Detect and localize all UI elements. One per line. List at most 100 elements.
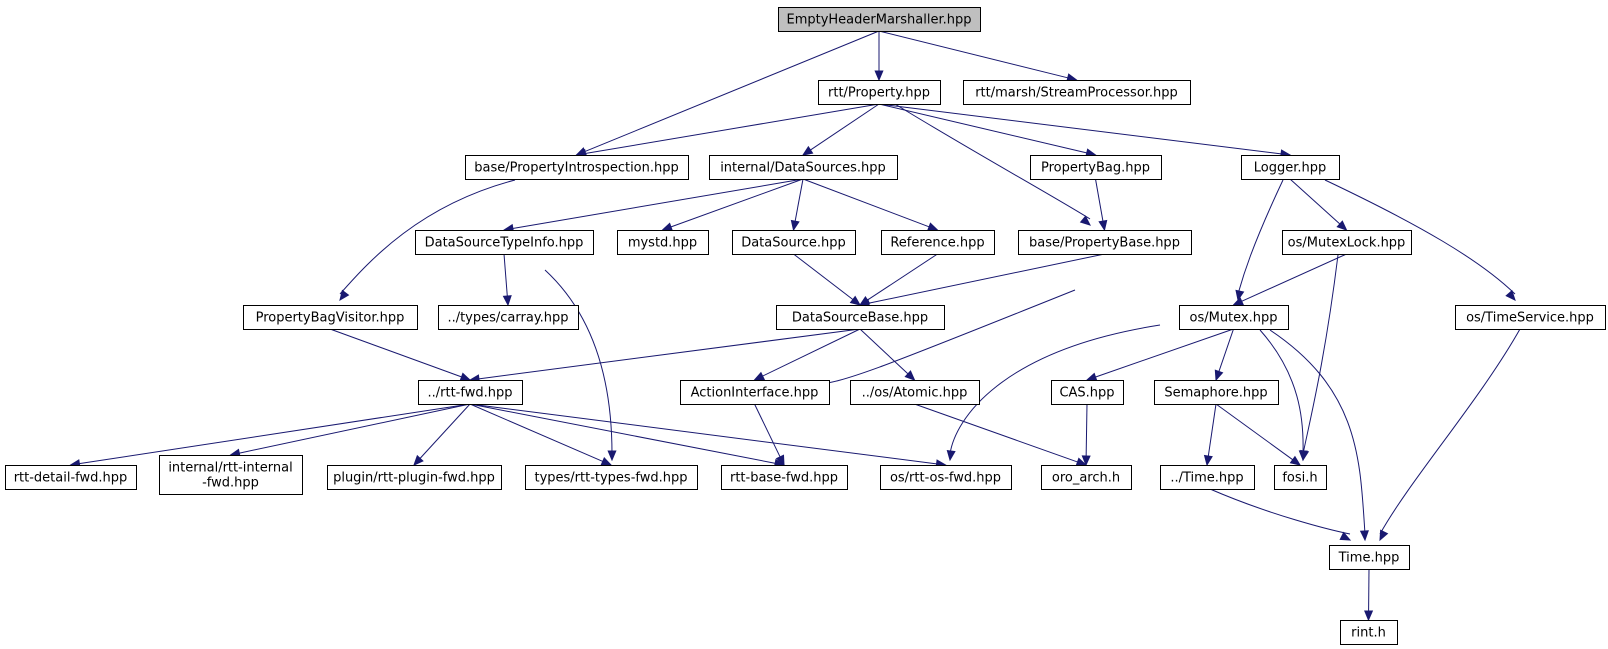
edge-logger-to-mutex: [1235, 179, 1284, 302]
node-box[interactable]: [732, 230, 856, 255]
node-label: rint.h: [1351, 626, 1386, 641]
edge-arrowhead: [849, 295, 862, 306]
edge-arrowhead: [946, 450, 956, 462]
node-box[interactable]: [776, 305, 945, 330]
node-cas[interactable]: CAS.hpp: [1051, 380, 1124, 405]
node-propbag[interactable]: PropertyBag.hpp: [1030, 155, 1162, 180]
node-box[interactable]: [880, 465, 1012, 490]
node-property[interactable]: rtt/Property.hpp: [818, 80, 941, 105]
edge-arrowhead: [1339, 531, 1352, 541]
node-rint[interactable]: rint.h: [1340, 620, 1398, 645]
node-box[interactable]: [1340, 620, 1398, 645]
node-box[interactable]: [525, 465, 698, 490]
node-propintro[interactable]: base/PropertyIntrospection.hpp: [465, 155, 689, 180]
node-root[interactable]: EmptyHeaderMarshaller.hpp: [778, 7, 981, 32]
edge-arrowhead: [790, 219, 800, 232]
edge-line: [878, 103, 1088, 154]
node-box[interactable]: [1051, 380, 1124, 405]
edge-property-to-logger: [878, 103, 1292, 159]
node-box[interactable]: [327, 465, 502, 490]
edges-layer: [69, 30, 1521, 622]
node-datasource[interactable]: DataSource.hpp: [732, 230, 856, 255]
node-pluginfwd[interactable]: plugin/rtt-plugin-fwd.hpp: [327, 465, 502, 490]
edge-arrowhead: [1505, 289, 1516, 301]
node-box[interactable]: [1455, 305, 1606, 330]
node-box[interactable]: [818, 80, 941, 105]
node-box[interactable]: [709, 155, 898, 180]
node-label: rtt-detail-fwd.hpp: [14, 471, 128, 486]
node-reference[interactable]: Reference.hpp: [881, 230, 995, 255]
node-time[interactable]: Time.hpp: [1329, 545, 1410, 570]
node-box[interactable]: [850, 380, 980, 405]
edge-line: [1302, 254, 1339, 455]
node-logger[interactable]: Logger.hpp: [1241, 155, 1340, 180]
node-mutexlock[interactable]: os/MutexLock.hpp: [1282, 230, 1412, 255]
node-ostime[interactable]: ../Time.hpp: [1160, 465, 1255, 490]
node-box[interactable]: [243, 305, 418, 330]
node-rttfwd[interactable]: ../rtt-fwd.hpp: [418, 380, 523, 405]
edge-dstypeinfo-to-typesfwd: [544, 269, 617, 462]
node-box[interactable]: [721, 465, 848, 490]
node-detailfwd[interactable]: rtt-detail-fwd.hpp: [5, 465, 137, 490]
node-propbagvisitor[interactable]: PropertyBagVisitor.hpp: [243, 305, 418, 330]
edge-logger-to-timeservice: [1324, 179, 1516, 301]
node-box[interactable]: [1018, 230, 1192, 255]
node-label: types/rtt-types-fwd.hpp: [534, 471, 687, 486]
node-box[interactable]: [1282, 230, 1412, 255]
node-box[interactable]: [1179, 305, 1289, 330]
node-box[interactable]: [1274, 465, 1327, 490]
node-oroarch[interactable]: oro_arch.h: [1041, 465, 1132, 490]
node-box[interactable]: [1030, 155, 1162, 180]
node-label: base/PropertyBase.hpp: [1029, 236, 1180, 251]
edge-property-to-propintro: [575, 103, 880, 158]
node-box[interactable]: [680, 380, 830, 405]
node-box[interactable]: [778, 7, 981, 32]
edge-arrowhead: [1359, 530, 1369, 542]
node-box[interactable]: [881, 230, 995, 255]
node-mystd[interactable]: mystd.hpp: [617, 230, 709, 255]
node-box[interactable]: [465, 155, 689, 180]
node-box[interactable]: [1160, 465, 1255, 490]
node-datasources[interactable]: internal/DataSources.hpp: [709, 155, 898, 180]
node-carray[interactable]: ../types/carray.hpp: [438, 305, 579, 330]
node-box[interactable]: [1241, 155, 1340, 180]
node-box[interactable]: [963, 80, 1191, 105]
node-box[interactable]: [1041, 465, 1132, 490]
edge-mutex-to-osfwd: [946, 324, 1161, 462]
node-basefwd[interactable]: rtt-base-fwd.hpp: [721, 465, 848, 490]
node-streamproc[interactable]: rtt/marsh/StreamProcessor.hpp: [963, 80, 1191, 105]
node-box[interactable]: [1154, 380, 1279, 405]
edge-propintro-to-propbagvisitor: [339, 179, 516, 302]
edge-line: [1215, 403, 1294, 461]
node-box[interactable]: [438, 305, 579, 330]
edge-root-to-streamproc: [878, 30, 1078, 83]
node-timeservice[interactable]: os/TimeService.hpp: [1455, 305, 1606, 330]
edge-arrowhead: [801, 145, 814, 156]
node-typesfwd[interactable]: types/rtt-types-fwd.hpp: [525, 465, 698, 490]
edge-arrowhead: [502, 295, 512, 307]
node-box[interactable]: [418, 380, 523, 405]
node-dsbase[interactable]: DataSourceBase.hpp: [776, 305, 945, 330]
node-dstypeinfo[interactable]: DataSourceTypeInfo.hpp: [415, 230, 594, 255]
node-box[interactable]: [415, 230, 594, 255]
node-actioninterface[interactable]: ActionInterface.hpp: [680, 380, 830, 405]
edge-rttfwd-to-typesfwd: [469, 403, 613, 466]
edge-atomic-to-oroarch: [914, 403, 1088, 467]
edge-arrowhead: [1203, 454, 1213, 467]
edge-line: [1085, 403, 1088, 458]
node-propbase[interactable]: base/PropertyBase.hpp: [1018, 230, 1192, 255]
node-box[interactable]: [1329, 545, 1410, 570]
edge-line: [329, 328, 463, 378]
node-label: os/MutexLock.hpp: [1288, 236, 1406, 251]
node-box[interactable]: [617, 230, 709, 255]
node-fosi[interactable]: fosi.h: [1274, 465, 1327, 490]
node-semaphore[interactable]: Semaphore.hpp: [1154, 380, 1279, 405]
node-internalfwd[interactable]: internal/rtt-internal-fwd.hpp: [159, 455, 303, 495]
node-osfwd[interactable]: os/rtt-os-fwd.hpp: [880, 465, 1012, 490]
edge-line: [794, 178, 804, 223]
node-box[interactable]: [5, 465, 137, 490]
node-box[interactable]: [159, 455, 303, 495]
node-atomic[interactable]: ../os/Atomic.hpp: [850, 380, 980, 405]
node-mutex[interactable]: os/Mutex.hpp: [1179, 305, 1289, 330]
